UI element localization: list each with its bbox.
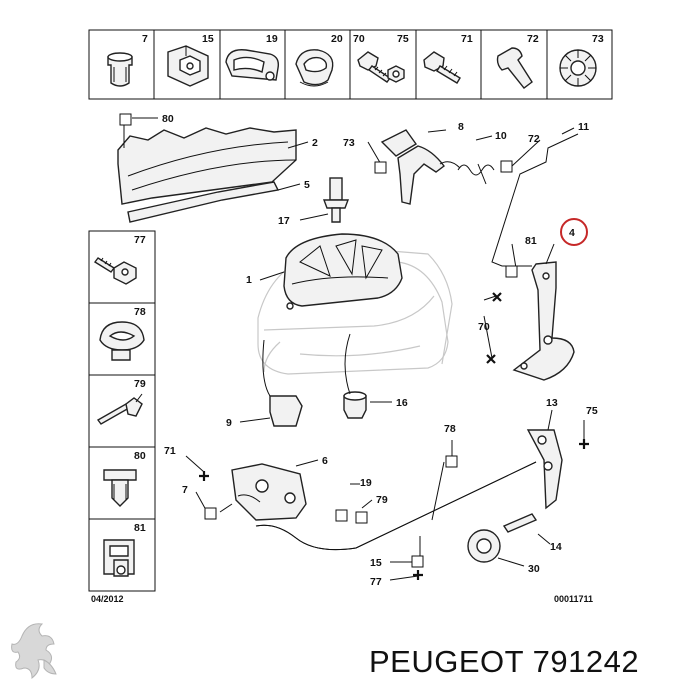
hood-lock-part [231, 463, 307, 521]
bolt-17-part [322, 177, 350, 223]
cell-label-81: 81 [134, 522, 146, 534]
cable-clip-part-icon [225, 49, 280, 81]
callout-30: 30 [528, 563, 540, 575]
callout-15: 15 [370, 557, 382, 569]
bonnet-part [283, 233, 403, 310]
cell-label-78: 78 [134, 306, 146, 318]
callout-79: 79 [376, 494, 388, 506]
vehicle-outline [257, 249, 453, 375]
cell-label-77: 77 [134, 234, 146, 246]
pin-72-part-icon [496, 47, 533, 89]
callout-14: 14 [550, 541, 562, 553]
hinge-part [512, 261, 575, 381]
cell-label-7: 7 [142, 33, 148, 45]
clip-78-part-icon [99, 321, 145, 361]
reference-squares [119, 113, 518, 568]
buffer-16-part [343, 391, 367, 419]
callout-2: 2 [312, 137, 318, 149]
cell-label-70: 70 [353, 33, 365, 45]
pin-14-part [502, 513, 538, 533]
peugeot-lion-logo-icon [11, 623, 57, 680]
left-parts-column: 77 78 79 80 81 [88, 230, 156, 592]
leader-lines [123, 117, 585, 581]
callout-72: 72 [528, 133, 540, 145]
callout-7: 7 [182, 484, 188, 496]
callout-5: 5 [304, 179, 310, 191]
star-washer-73-part-icon [559, 49, 597, 87]
highlight-circle [560, 218, 588, 246]
clip-81-part-icon [103, 539, 135, 577]
cell-label-79: 79 [134, 378, 146, 390]
callout-75: 75 [586, 405, 598, 417]
hood-catch-part [380, 129, 461, 205]
callout-1: 1 [246, 274, 252, 286]
nut-75-part-icon [387, 65, 405, 83]
callout-73: 73 [343, 137, 355, 149]
top-parts-row: 7 15 19 20 70 75 71 72 73 [88, 29, 613, 100]
callout-71: 71 [164, 445, 176, 457]
reference-code: 00011711 [554, 594, 593, 604]
cell-label-72: 72 [527, 33, 539, 45]
release-cable-part [255, 461, 537, 551]
callout-78: 78 [444, 423, 456, 435]
callout-9: 9 [226, 417, 232, 429]
callout-77: 77 [370, 576, 382, 588]
clip-80-part-icon [103, 469, 137, 507]
callout-70: 70 [478, 321, 490, 333]
callout-4[interactable]: 4 [569, 227, 575, 239]
spring-part [457, 163, 495, 185]
callout-13: 13 [546, 397, 558, 409]
cell-label-15: 15 [202, 33, 214, 45]
nut-clip-part-icon [167, 45, 209, 87]
callout-6: 6 [322, 455, 328, 467]
callout-10: 10 [495, 130, 507, 142]
cable-retainer-part-icon [295, 49, 334, 87]
brand-part-number: PEUGEOT 791242 [369, 644, 640, 679]
callout-81: 81 [525, 235, 537, 247]
rivet-79-part-icon [96, 393, 143, 425]
callout-19: 19 [360, 477, 372, 489]
cell-label-73: 73 [592, 33, 604, 45]
callout-8: 8 [458, 121, 464, 133]
bolt-71-part-icon [423, 51, 461, 84]
callout-labels: 80 2 5 17 73 8 10 72 11 4 81 70 1 9 16 7… [162, 113, 598, 588]
callout-16: 16 [396, 397, 408, 409]
cross-markers [199, 292, 589, 580]
date-code: 04/2012 [91, 594, 124, 604]
screw-77-part-icon [93, 257, 137, 285]
bracket-9-part [269, 395, 303, 427]
callout-11: 11 [578, 121, 589, 133]
cell-label-20: 20 [331, 33, 343, 45]
cell-label-75: 75 [397, 33, 409, 45]
release-lever-part [526, 429, 563, 510]
release-rod-part [491, 133, 579, 267]
cell-label-71: 71 [461, 33, 473, 45]
grommet-30-part [467, 529, 501, 563]
screw-70-part-icon [357, 51, 392, 83]
cell-label-80: 80 [134, 450, 146, 462]
clip-part-icon [107, 52, 133, 87]
cell-label-19: 19 [266, 33, 278, 45]
callout-80: 80 [162, 113, 174, 125]
insulation-pad-part [117, 127, 297, 205]
callout-17: 17 [278, 215, 290, 227]
